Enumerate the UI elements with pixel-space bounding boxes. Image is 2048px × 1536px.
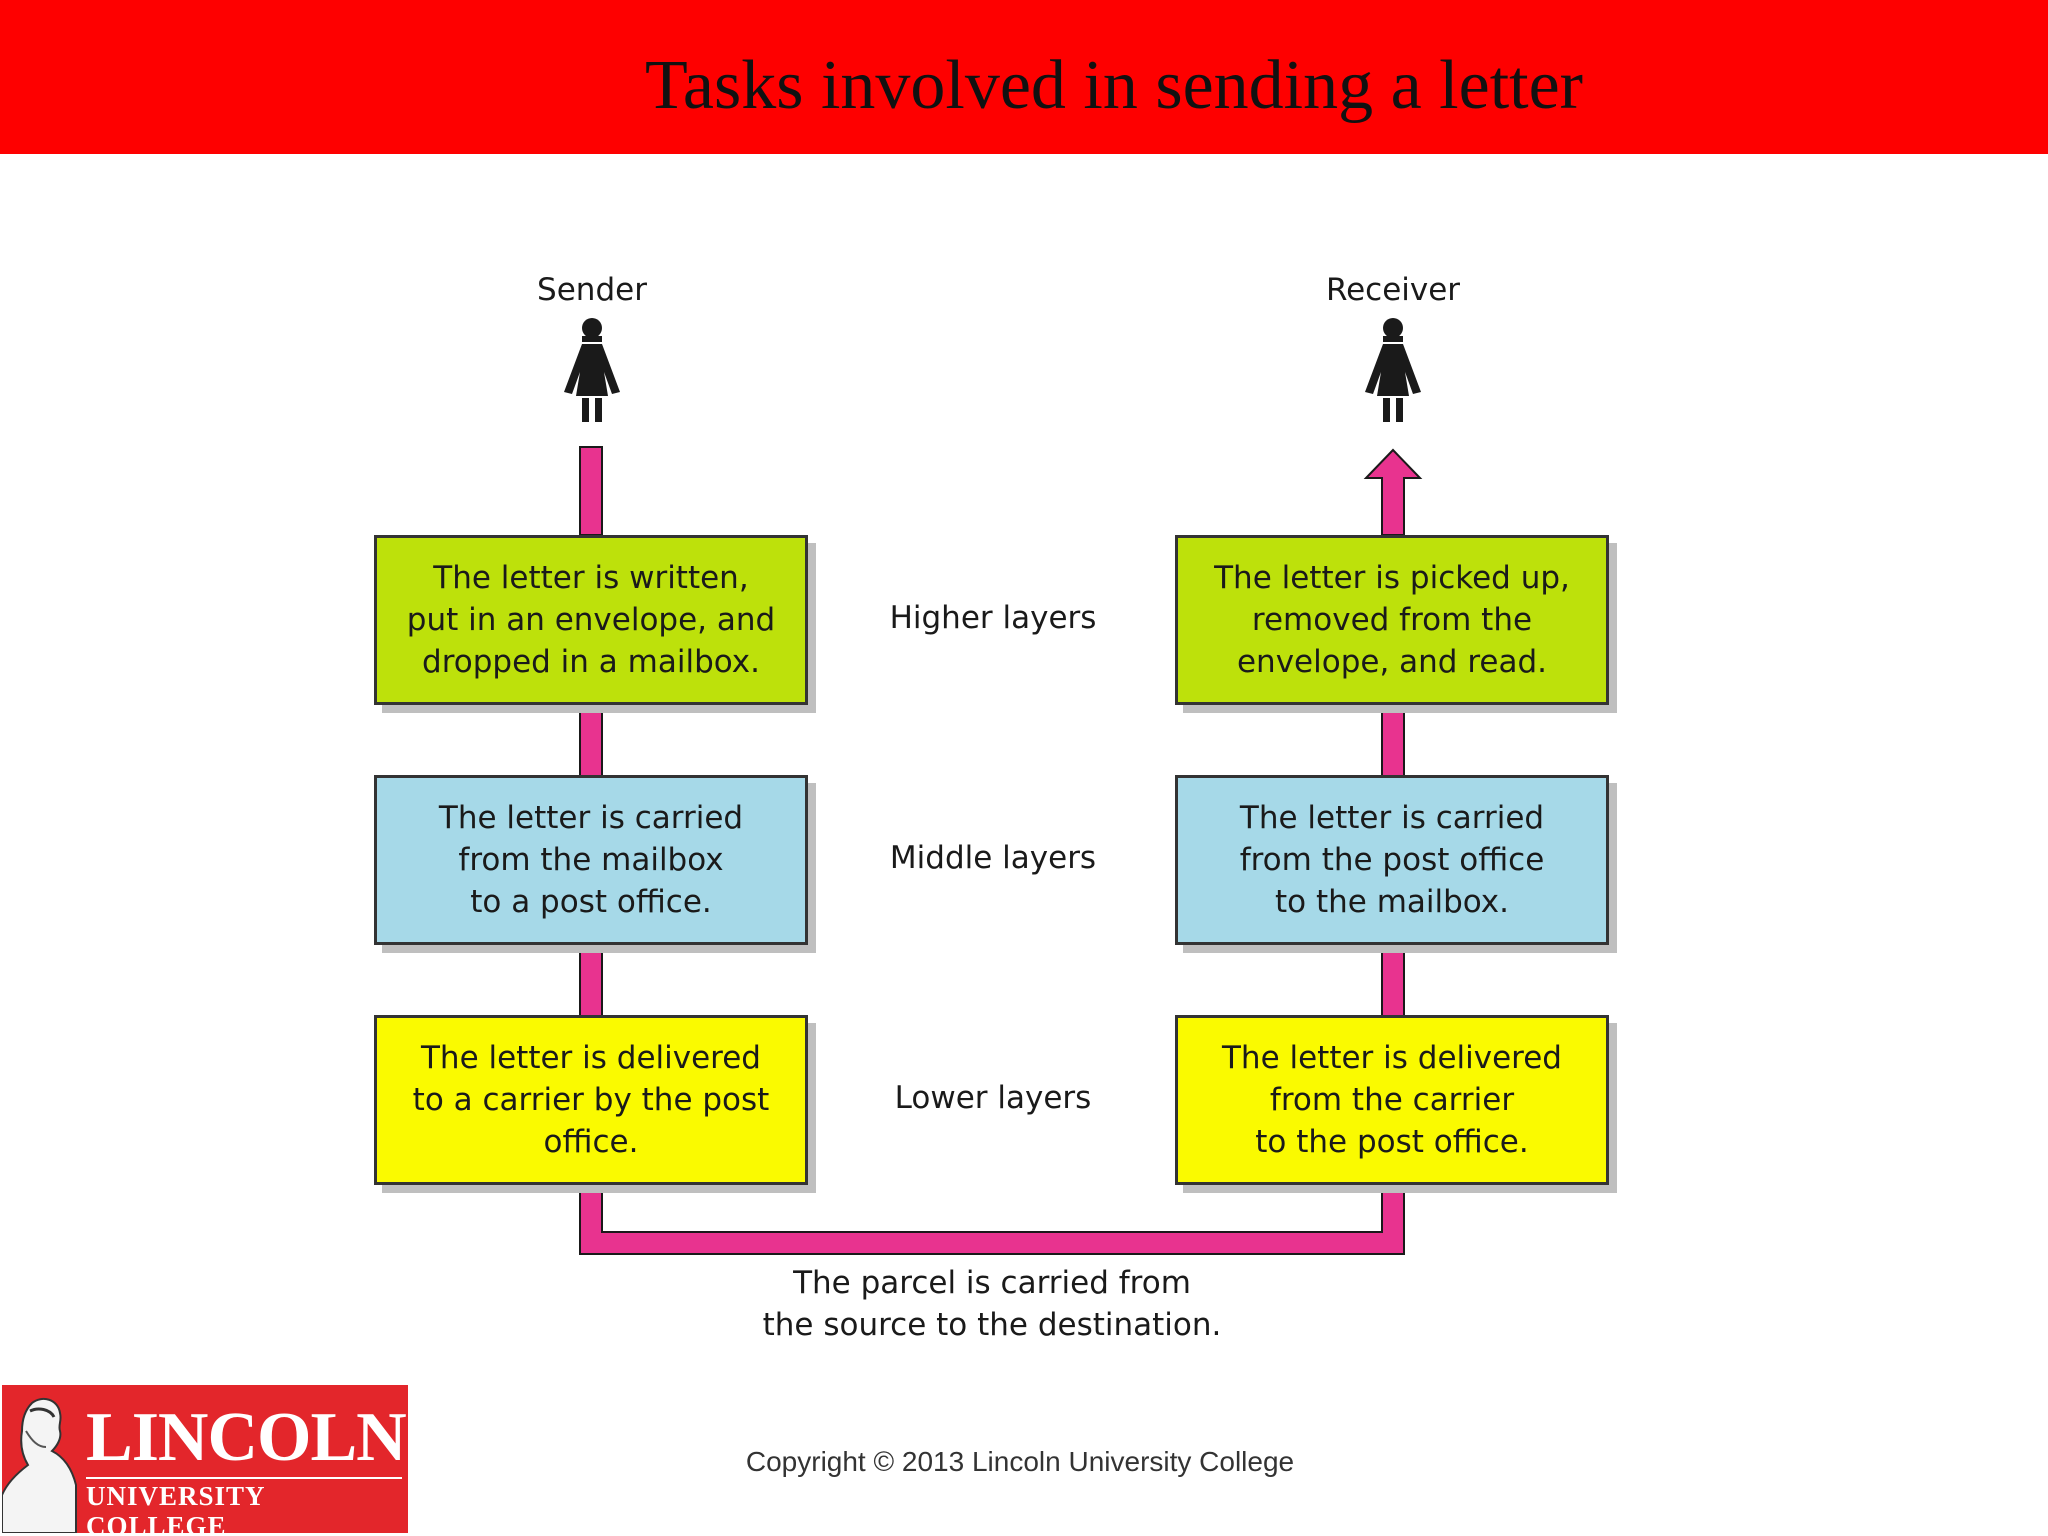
receiver-connector-2 [1381, 944, 1405, 1018]
receiver-label: Receiver [1325, 272, 1461, 308]
transport-path [579, 1184, 1405, 1255]
transport-caption: The parcel is carried from the source to… [762, 1265, 1222, 1343]
layer-label-lower: Lower layers [894, 1080, 1092, 1116]
sender-middle-layer-box: The letter is carried from the mailbox t… [374, 775, 808, 945]
layer-label-higher: Higher layers [889, 600, 1097, 636]
copyright-notice: Copyright © 2013 Lincoln University Coll… [745, 1446, 1295, 1477]
receiver-middle-layer-box: The letter is carried from the post offi… [1175, 775, 1609, 945]
lincoln-logo: LINCOLN UNIVERSITY COLLEGE [2, 1385, 408, 1533]
logo-divider [86, 1477, 402, 1479]
receiver-lower-layer-box: The letter is delivered from the carrier… [1175, 1015, 1609, 1185]
sender-label: Sender [537, 272, 647, 308]
logo-subtitle: UNIVERSITY COLLEGE [86, 1481, 265, 1533]
sender-connector-1 [579, 704, 603, 778]
receiver-connector-1 [1381, 704, 1405, 778]
page-title: Tasks involved in sending a letter [645, 47, 1583, 124]
receiver-person-icon [1365, 318, 1421, 422]
lincoln-bust-icon [2, 1397, 77, 1533]
sender-person-icon [564, 318, 620, 422]
sender-lower-layer-box: The letter is delivered to a carrier by … [374, 1015, 808, 1185]
sender-stem [579, 446, 603, 536]
receiver-higher-layer-box: The letter is picked up, removed from th… [1175, 535, 1609, 705]
layer-label-middle: Middle layers [889, 840, 1097, 876]
sender-higher-layer-box: The letter is written, put in an envelop… [374, 535, 808, 705]
title-bar: Tasks involved in sending a letter [0, 0, 2048, 154]
sender-connector-2 [579, 944, 603, 1018]
logo-name: LINCOLN [86, 1399, 407, 1476]
receiver-arrow [1363, 448, 1423, 536]
